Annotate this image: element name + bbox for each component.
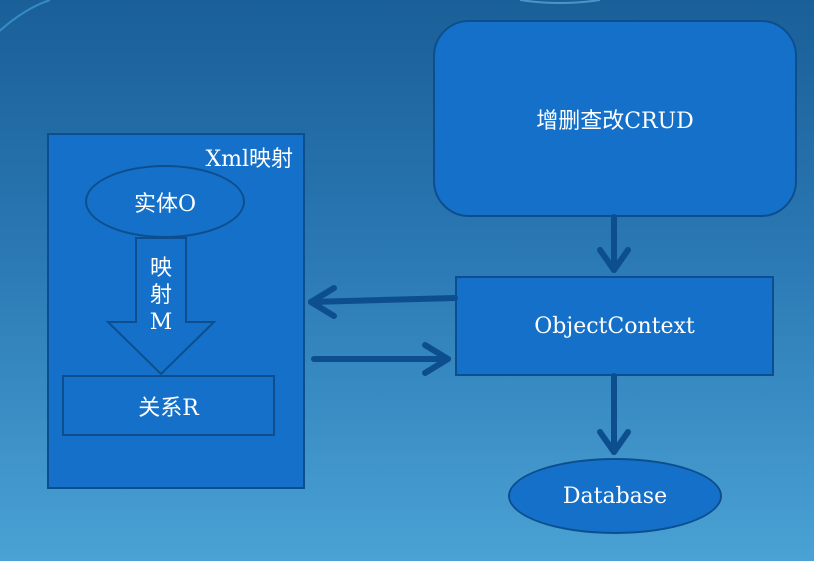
arrow-objectcontext-to-database: [597, 373, 631, 455]
mapping-label-char-2: 射: [149, 283, 172, 308]
arrow-xml-to-objectcontext: [311, 342, 451, 376]
xml-mapping-title: Xml映射: [205, 147, 293, 172]
database-node: Database: [508, 458, 722, 534]
relation-label: 关系R: [138, 395, 199, 421]
mapping-label-char-1: 映: [149, 256, 172, 281]
crud-node: 增删查改CRUD: [433, 20, 797, 217]
mapping-label-char-3: M: [149, 310, 173, 335]
crud-label: 增删查改CRUD: [536, 108, 694, 134]
mapping-arrow-label: 映 射 M: [136, 255, 186, 336]
object-context-label: ObjectContext: [534, 313, 695, 339]
entity-label: 实体O: [133, 191, 197, 217]
arrow-crud-to-objectcontext: [597, 214, 631, 273]
object-context-node: ObjectContext: [455, 276, 774, 376]
relation-node: 关系R: [62, 375, 275, 436]
database-label: Database: [562, 483, 668, 509]
arrow-objectcontext-to-xml: [308, 285, 458, 319]
entity-node: 实体O: [85, 165, 245, 238]
